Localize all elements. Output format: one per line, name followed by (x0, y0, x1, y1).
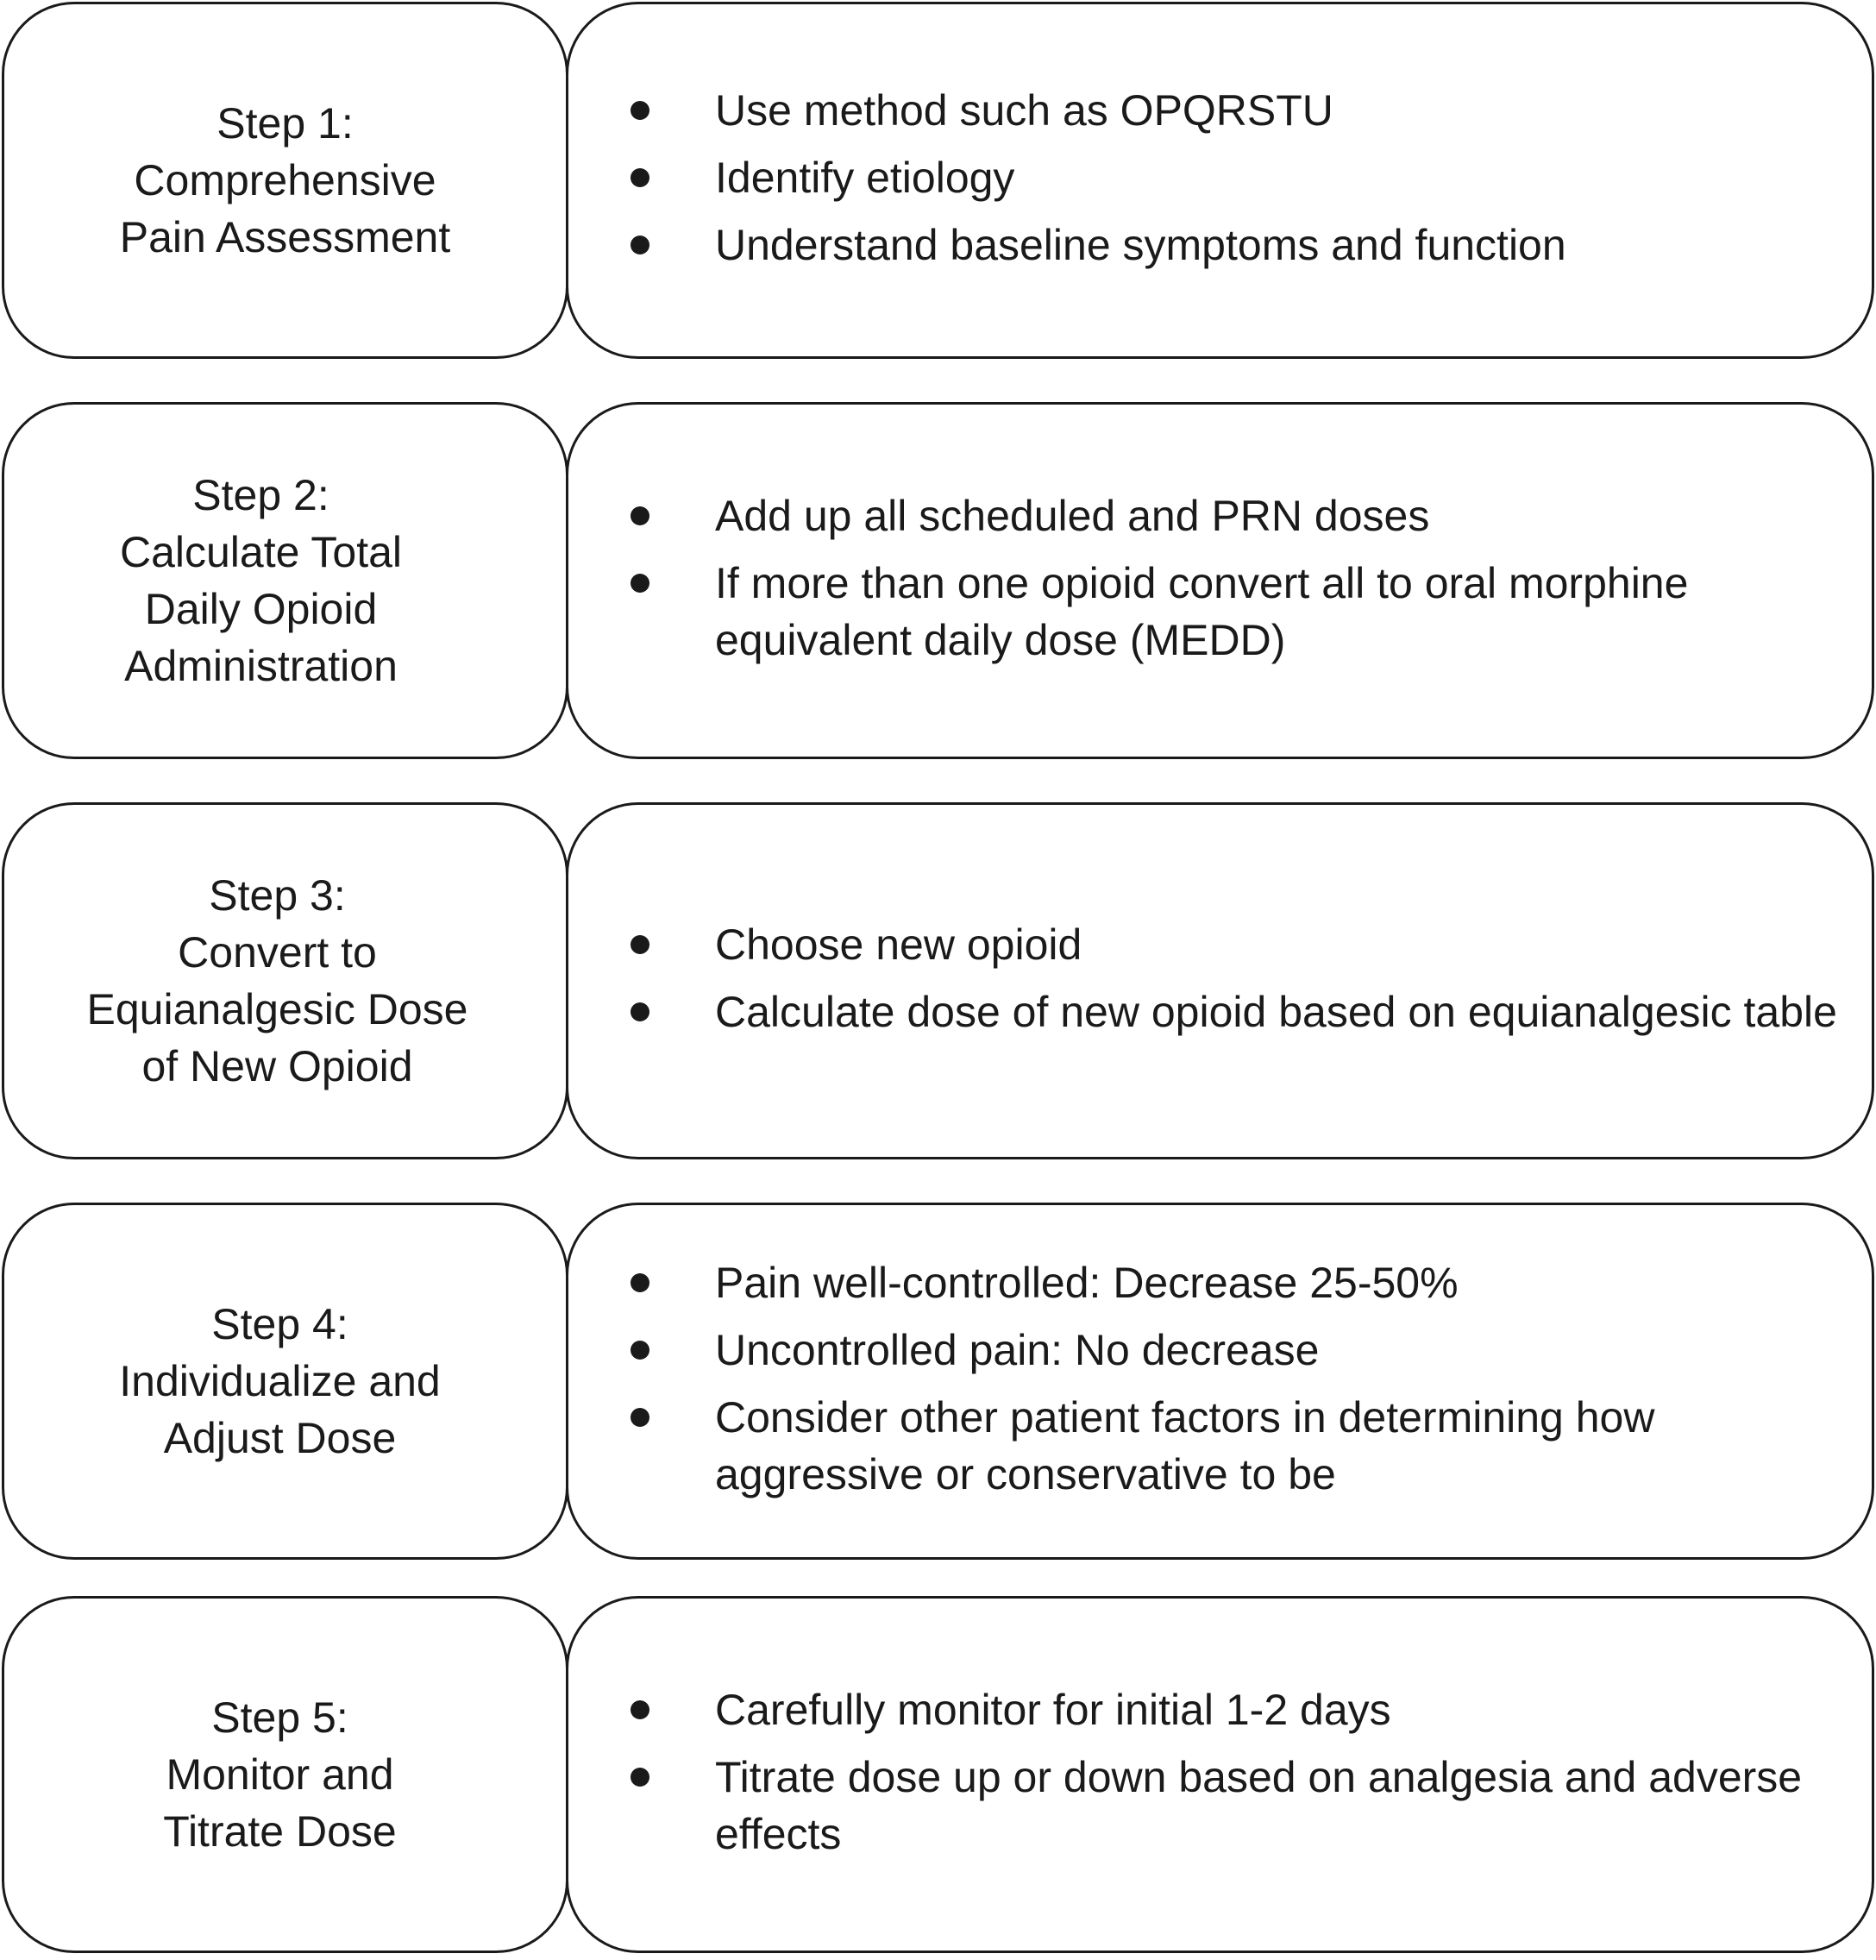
detail-box-4: Pain well-controlled: Decrease 25-50% Un… (566, 1203, 1874, 1560)
bullet-item: Titrate dose up or down based on analges… (631, 1749, 1854, 1863)
bullet-list-3: Choose new opioid Calculate dose of new … (568, 911, 1854, 1051)
bullet-item: Pain well-controlled: Decrease 25-50% (631, 1254, 1854, 1311)
bullet-item: Uncontrolled pain: No decrease (631, 1322, 1854, 1379)
bullet-item: Choose new opioid (631, 916, 1854, 973)
detail-box-2: Add up all scheduled and PRN doses If mo… (566, 402, 1874, 759)
bullet-list-5: Carefully monitor for initial 1-2 days T… (568, 1676, 1854, 1873)
bullet-item: Use method such as OPQRSTU (631, 82, 1854, 139)
bullet-item: Calculate dose of new opioid based on eq… (631, 983, 1854, 1040)
step-box-2: Step 2: Calculate Total Daily Opioid Adm… (2, 402, 568, 759)
step-row-5: Step 5: Monitor and Titrate Dose Careful… (0, 1596, 1876, 1958)
step-box-3: Step 3: Convert to Equianalgesic Dose of… (2, 802, 568, 1159)
step-title-4: Step 4: Individualize and Adjust Dose (119, 1300, 441, 1462)
bullet-list-1: Use method such as OPQRSTU Identify etio… (568, 77, 1854, 284)
step-row-2: Step 2: Calculate Total Daily Opioid Adm… (0, 402, 1876, 764)
bullet-item: If more than one opioid convert all to o… (631, 555, 1854, 669)
step-box-1: Step 1: Comprehensive Pain Assessment (2, 2, 568, 359)
bullet-item: Carefully monitor for initial 1-2 days (631, 1681, 1854, 1738)
step-title-2: Step 2: Calculate Total Daily Opioid Adm… (119, 471, 403, 690)
step-title-5: Step 5: Monitor and Titrate Dose (163, 1693, 397, 1856)
bullet-list-4: Pain well-controlled: Decrease 25-50% Un… (568, 1249, 1854, 1513)
bullet-list-2: Add up all scheduled and PRN doses If mo… (568, 482, 1854, 679)
step-title-1: Step 1: Comprehensive Pain Assessment (119, 99, 451, 261)
bullet-item: Identify etiology (631, 149, 1854, 206)
step-row-4: Step 4: Individualize and Adjust Dose Pa… (0, 1203, 1876, 1565)
bullet-item: Add up all scheduled and PRN doses (631, 487, 1854, 544)
detail-box-5: Carefully monitor for initial 1-2 days T… (566, 1596, 1874, 1953)
step-box-5: Step 5: Monitor and Titrate Dose (2, 1596, 568, 1953)
detail-box-1: Use method such as OPQRSTU Identify etio… (566, 2, 1874, 359)
bullet-item: Understand baseline symptoms and functio… (631, 217, 1854, 273)
detail-box-3: Choose new opioid Calculate dose of new … (566, 802, 1874, 1159)
step-row-1: Step 1: Comprehensive Pain Assessment Us… (0, 2, 1876, 364)
bullet-item: Consider other patient factors in determ… (631, 1389, 1854, 1503)
step-row-3: Step 3: Convert to Equianalgesic Dose of… (0, 802, 1876, 1165)
step-title-3: Step 3: Convert to Equianalgesic Dose of… (86, 871, 468, 1090)
step-box-4: Step 4: Individualize and Adjust Dose (2, 1203, 568, 1560)
